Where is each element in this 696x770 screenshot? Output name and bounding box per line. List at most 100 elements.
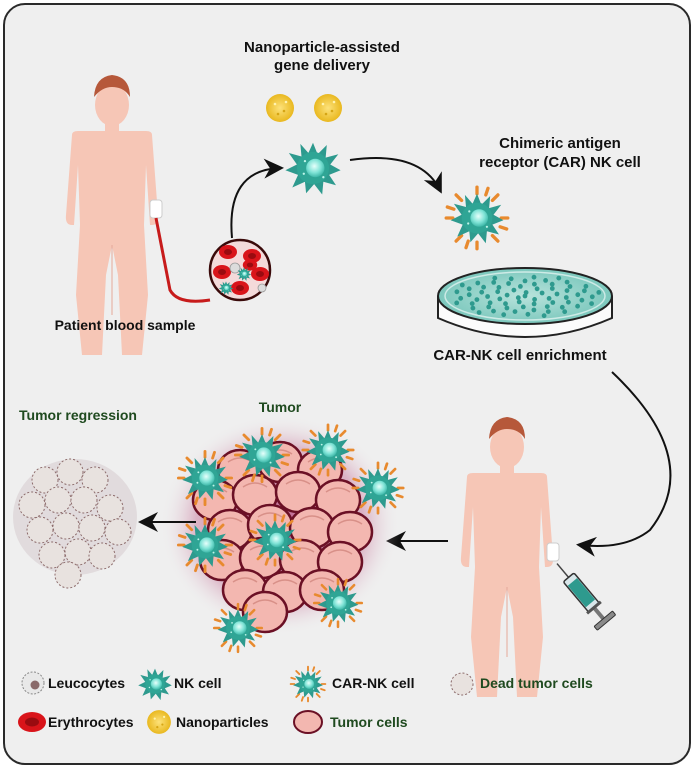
dish-cell-dot — [518, 284, 523, 289]
car-nk-cell-icon — [214, 604, 262, 652]
dish-cell-dot — [550, 300, 556, 305]
legend-label: Dead tumor cells — [480, 675, 593, 691]
arrow-enrichment-to-patient — [576, 371, 672, 557]
dish-cell-dot — [583, 283, 589, 289]
dish-cell-dot — [579, 297, 585, 303]
dish-cell-dot — [534, 286, 540, 292]
patient-figure-top — [65, 74, 211, 356]
dish-cell-dot — [544, 304, 550, 309]
dish-cell-dot — [470, 305, 476, 311]
dead-tumor-cell — [70, 486, 98, 514]
dead-tumor-cell — [96, 494, 124, 522]
bandage-icon — [149, 199, 163, 219]
dish-cell-dot — [523, 290, 529, 295]
dish-cell-dot — [476, 310, 482, 315]
dead-tumor-cell — [44, 486, 72, 514]
dish-cell-dot — [522, 278, 528, 284]
syringe-icon — [556, 563, 616, 631]
dish-cell-dot — [556, 275, 562, 281]
dish-cell-dot — [495, 289, 501, 295]
legend-label: Leucocytes — [48, 675, 125, 691]
dish-cell-dot — [501, 312, 507, 318]
dish-cell-dot — [474, 297, 480, 302]
dish-cell-dot — [479, 289, 485, 295]
dish-cell-dot — [512, 309, 518, 314]
legend-label: CAR-NK cell — [332, 675, 414, 691]
arrow-nk-to-carnk — [349, 157, 442, 194]
dish-cell-dot — [511, 287, 517, 293]
arrow-blood-to-nk — [230, 158, 284, 239]
car-nk-title-line1: Chimeric antigen — [499, 135, 621, 152]
dish-cell-dot — [496, 285, 502, 290]
dish-cell-dot — [541, 313, 547, 319]
dish-cell-dot — [475, 280, 481, 286]
legend-label: Tumor cells — [330, 714, 408, 730]
dish-cell-dot — [508, 276, 514, 282]
patient-blood-label: Patient blood sample — [55, 317, 196, 333]
dish-cell-dot — [566, 299, 571, 305]
legend-car-nk-cell: CAR-NK cell — [291, 667, 414, 702]
legend-tumor-cells: Tumor cells — [293, 710, 408, 734]
dead-tumor-cell — [56, 458, 84, 486]
dead-tumor-cell — [18, 491, 46, 519]
dish-cell-dot — [582, 288, 587, 294]
dish-cell-dot — [520, 304, 526, 310]
legend: Leucocytes NK cell CAR-NK cell Dead tumo… — [18, 667, 593, 734]
dish-cell-dot — [596, 290, 602, 295]
nanoparticle-icon — [314, 94, 342, 122]
legend-label: NK cell — [174, 675, 221, 691]
dish-cell-dot — [531, 301, 537, 307]
dish-cell-dot — [563, 295, 569, 300]
dish-cell-dot — [532, 297, 537, 302]
dish-cell-dot — [469, 301, 475, 306]
dish-cell-dot — [466, 292, 472, 298]
dish-cell-dot — [506, 281, 511, 286]
blood-tube — [154, 217, 211, 303]
dead-tumor-cell — [78, 514, 106, 542]
dish-cell-dot — [459, 282, 465, 288]
tumor-title: Tumor — [259, 399, 302, 415]
dish-cell-dot — [491, 280, 497, 285]
legend-label: Nanoparticles — [176, 714, 269, 730]
dish-cell-dot — [575, 292, 581, 298]
tumor-mass — [160, 415, 400, 635]
patient-figure-bottom — [460, 416, 560, 698]
dish-cell-dot — [525, 311, 531, 317]
dead-tumor-cell — [26, 516, 54, 544]
dish-cell-dot — [487, 300, 493, 306]
dead-tumor-cluster — [13, 458, 137, 589]
dead-tumor-cell — [64, 538, 92, 566]
dish-cell-dot — [549, 286, 555, 291]
dish-cell-dot — [589, 294, 595, 300]
dish-cell-dot — [481, 284, 486, 290]
dish-cell-dot — [466, 286, 472, 292]
dish-cell-dot — [503, 301, 508, 307]
dish-cell-dot — [546, 296, 552, 301]
dish-cell-dot — [545, 309, 551, 314]
dead-tumor-cell — [54, 561, 82, 589]
dish-cell-dot — [539, 290, 545, 296]
legend-nanoparticles: Nanoparticles — [147, 710, 269, 734]
legend-label: Erythrocytes — [48, 714, 134, 730]
legend-leucocytes: Leucocytes — [21, 671, 125, 695]
dish-cell-dot — [575, 303, 580, 309]
petri-dish-icon — [437, 267, 613, 338]
dish-cell-dot — [497, 296, 503, 302]
dish-cell-dot — [564, 279, 570, 285]
dish-cell-dot — [504, 292, 510, 298]
dish-cell-dot — [532, 281, 537, 287]
dish-cell-dot — [454, 300, 460, 306]
dish-cell-dot — [549, 281, 555, 287]
dish-cell-dot — [589, 301, 594, 306]
dead-tumor-cell — [104, 518, 132, 546]
dead-tumor-cell — [88, 542, 116, 570]
dish-cell-dot — [485, 294, 490, 299]
gene-delivery-title-line2: gene delivery — [274, 57, 371, 74]
dish-cell-dot — [515, 295, 521, 301]
nk-cell-icon — [285, 142, 341, 195]
dead-tumor-cell — [52, 512, 80, 540]
dish-cell-dot — [492, 275, 498, 281]
blood-sample-icon — [208, 238, 272, 302]
dish-cell-dot — [531, 274, 537, 280]
